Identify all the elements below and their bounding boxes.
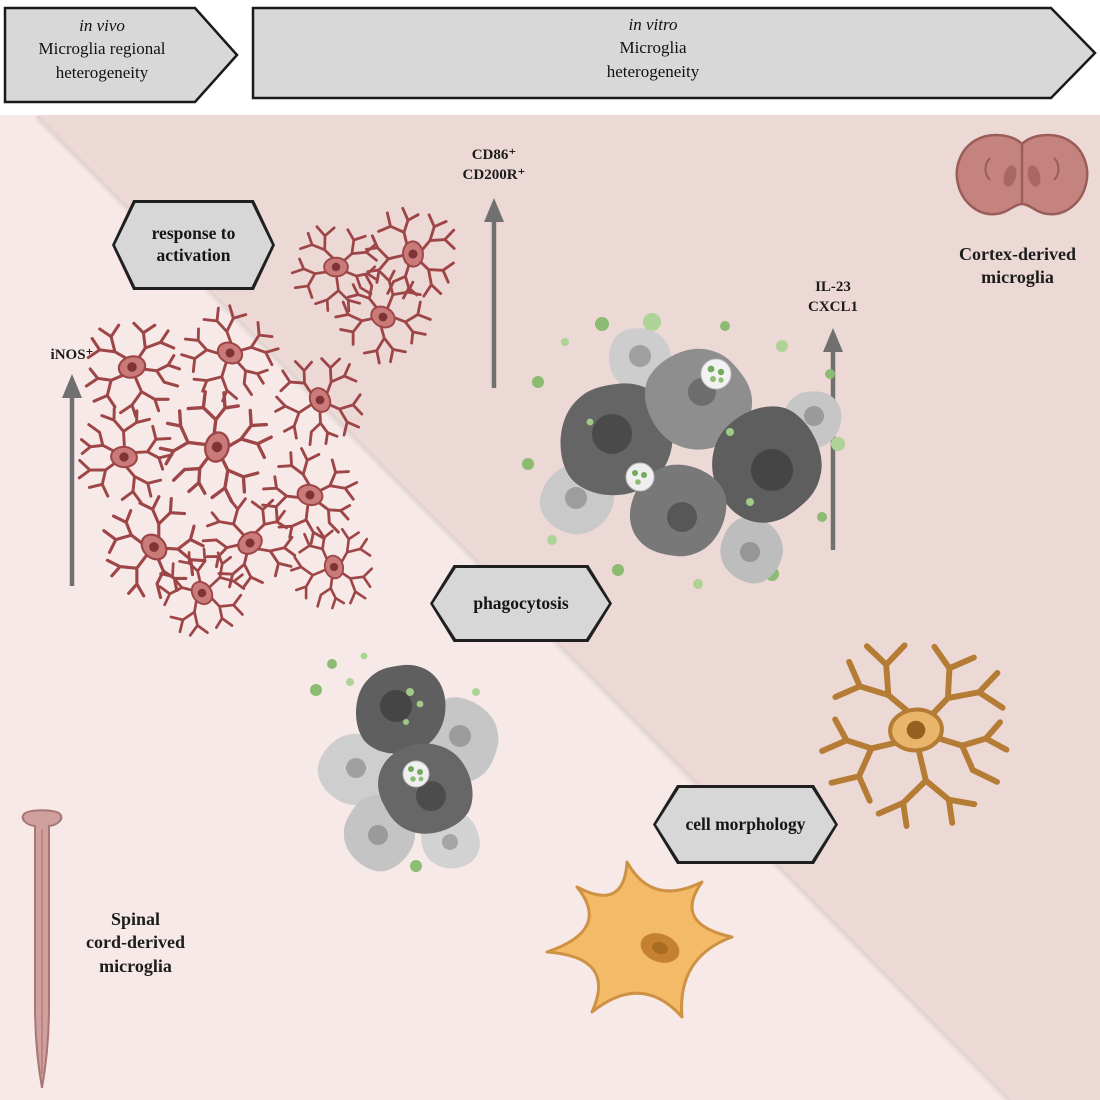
cortex-derived-label: Cortex-derived microglia bbox=[935, 243, 1100, 290]
cxcl1-label: CXCL1 bbox=[807, 298, 858, 315]
diagram-canvas: Cortex-derived microglia CD86⁺ CD200R⁺ r… bbox=[0, 115, 1100, 1100]
spinal-label-line1: Spinal bbox=[110, 909, 161, 929]
amoeboid-microglia-orange bbox=[545, 860, 734, 1019]
spinal-cord-derived-label: Spinal cord-derived microglia bbox=[58, 908, 213, 978]
banner-in-vitro: in vitro Microglia heterogeneity bbox=[253, 13, 1053, 83]
phagocytic-vacuole bbox=[625, 462, 655, 492]
inos-label: iNOS⁺ bbox=[50, 347, 94, 363]
brain-coronal-section-icon bbox=[955, 133, 1089, 216]
in-vitro-banner-shape bbox=[251, 6, 1097, 100]
banner-in-vivo: in vivo Microglia regional heterogeneity bbox=[6, 14, 198, 84]
ramified-microglia-red-large-cluster bbox=[66, 295, 372, 640]
amoeboid-microglia-gray-large-cluster bbox=[522, 313, 846, 594]
hexagon-cell-morphology: cell morphology bbox=[653, 785, 838, 864]
cell-morphology-label: cell morphology bbox=[685, 813, 806, 834]
in-vitro-phase-label: in vitro bbox=[628, 15, 678, 34]
cd86-label: CD86⁺ bbox=[471, 147, 517, 163]
spinal-cord-icon bbox=[21, 809, 63, 1089]
amoeboid-microglia-gray-small-cluster bbox=[305, 652, 513, 883]
inos-up-arrow-icon bbox=[62, 374, 82, 586]
phagocytic-vacuole bbox=[700, 358, 732, 390]
phagocytosis-label: phagocytosis bbox=[473, 592, 569, 613]
phagocytic-vacuole bbox=[402, 760, 430, 788]
in-vivo-phase-label: in vivo bbox=[79, 16, 125, 35]
cortex-label-line1: Cortex-derived bbox=[959, 244, 1076, 264]
hexagon-response-to-activation: response to activation bbox=[112, 200, 275, 290]
hexagon-phagocytosis: phagocytosis bbox=[430, 565, 612, 642]
inos-marker: iNOS⁺ bbox=[36, 346, 108, 366]
spinal-label-line3: microglia bbox=[99, 955, 172, 976]
cd86-up-arrow-icon bbox=[484, 198, 504, 388]
in-vitro-line3: heterogeneity bbox=[606, 61, 700, 81]
in-vivo-line3: heterogeneity bbox=[55, 62, 149, 82]
cd86-cd200r-marker: CD86⁺ CD200R⁺ bbox=[439, 146, 549, 185]
response-to-activation-label: response to activation bbox=[151, 223, 236, 265]
il23-label: IL-23 bbox=[815, 279, 851, 295]
in-vitro-line2: Microglia bbox=[619, 38, 687, 58]
cortex-label-line2: microglia bbox=[981, 267, 1054, 288]
green-particles bbox=[522, 313, 845, 589]
spinal-label-line2: cord-derived bbox=[86, 932, 185, 953]
green-particles bbox=[310, 652, 480, 872]
il23-cxcl1-marker: IL-23 CXCL1 bbox=[793, 278, 873, 317]
in-vivo-banner-shape bbox=[3, 6, 239, 104]
cd200r-label: CD200R⁺ bbox=[462, 166, 526, 183]
in-vivo-line2: Microglia regional bbox=[38, 39, 166, 59]
